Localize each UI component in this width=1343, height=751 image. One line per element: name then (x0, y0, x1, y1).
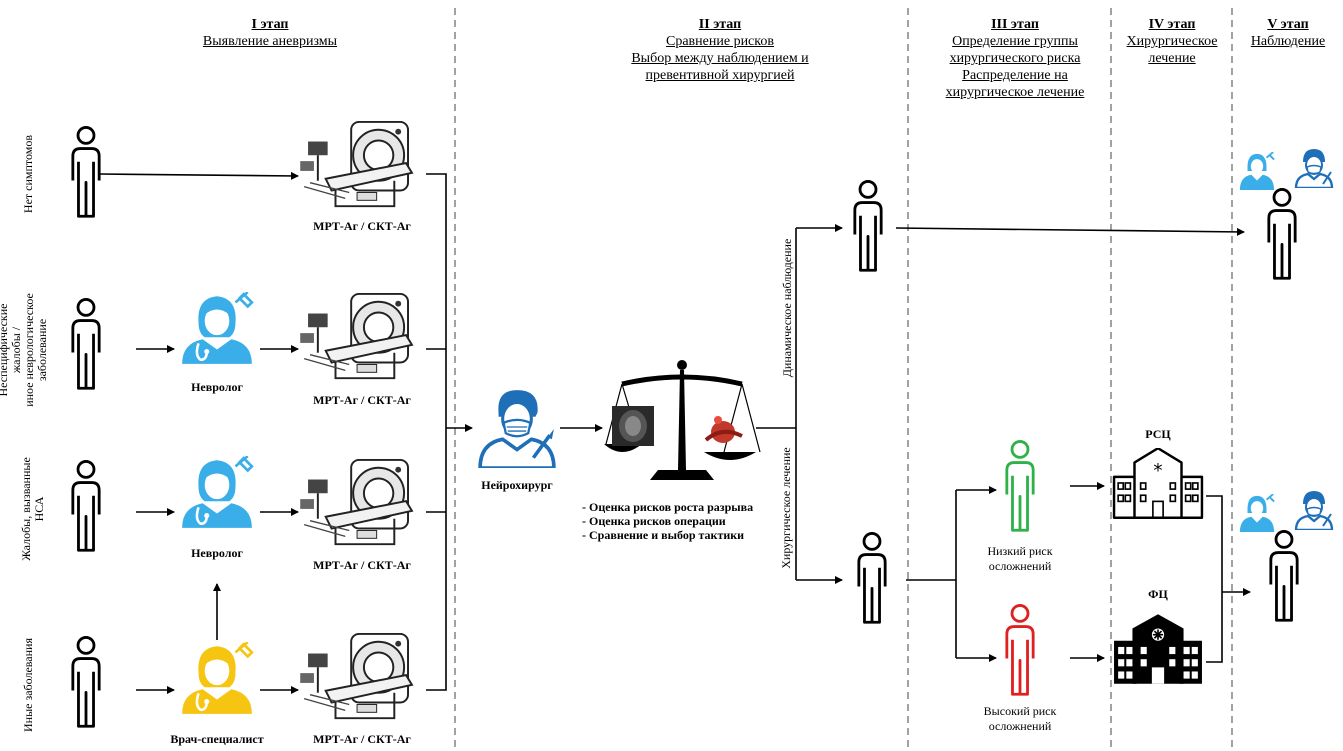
patient-icon-row3 (71, 460, 101, 552)
stage2-title-line3: превентивной хирургией (645, 68, 795, 83)
merge-connector (426, 173, 473, 691)
task-item: - Оценка рисков операции (582, 514, 726, 528)
high-risk-patient-icon (1005, 604, 1035, 696)
low-risk-line1: Низкий риск (987, 544, 1053, 558)
scanner-label-row1: МРТ-Аг / СКТ-Аг (313, 219, 411, 233)
stage-dividers (454, 8, 1233, 751)
neurologist-mini-icon-top (1238, 152, 1276, 190)
patient-followup-icon-top (1267, 188, 1297, 280)
stage1-header: I этап Выявление аневризмы (170, 16, 370, 50)
neurologist-icon-row3 (180, 456, 254, 528)
neurosurgeon-label: Нейрохирург (481, 478, 553, 492)
high-risk-label: Высокий риск осложнений (970, 704, 1070, 734)
row3-label: Жалобы, вызванные НСА (19, 454, 50, 564)
low-risk-label: Низкий риск осложнений (970, 544, 1070, 574)
rsc-hospital-icon (1112, 448, 1204, 519)
stage4-number: IV этап (1148, 17, 1196, 32)
stage1-title: Выявление аневризмы (202, 34, 338, 49)
scanner-icon-row2 (299, 292, 413, 380)
stage2-title-line1: Сравнение рисков (666, 34, 774, 49)
neurologist-label-row3: Невролог (191, 546, 243, 560)
arrow-observation (895, 227, 1245, 236)
surgery-branch-label: Хирургическое лечение (779, 447, 793, 569)
branch-connector (756, 224, 843, 584)
patient-icon-row4 (71, 636, 101, 728)
task-item: - Сравнение и выбор тактики (582, 528, 745, 542)
scales-icon (604, 360, 761, 480)
row2-label-line4: заболевание (35, 318, 49, 382)
row3-label-line2: НСА (32, 496, 46, 522)
scanner-label-row4: МРТ-Аг / СКТ-Аг (313, 732, 411, 746)
scanner-icon-row1 (299, 120, 413, 208)
specialist-icon (180, 642, 254, 714)
fc-label: ФЦ (1148, 587, 1168, 601)
stage3-title-line2: хирургического риска (949, 51, 1081, 66)
stage5-header: V этап Наблюдение (1234, 16, 1342, 50)
stage5-number: V этап (1267, 17, 1309, 32)
hospital-connector (1206, 495, 1251, 663)
stage4-title-line2: лечение (1148, 51, 1196, 66)
neurosurgeon-mini-icon-bottom (1294, 490, 1334, 530)
stage3-title-line4: хирургическое лечение (945, 85, 1085, 100)
stage5-title: Наблюдение (1250, 34, 1326, 49)
scanner-label-row2: МРТ-Аг / СКТ-Аг (313, 393, 411, 407)
task-item: - Оценка рисков роста разрыва (582, 500, 754, 514)
neurologist-mini-icon-bottom (1238, 494, 1276, 532)
patient-icon-row1 (71, 126, 101, 218)
specialist-label: Врач-специалист (170, 732, 264, 746)
patient-observation-icon (853, 180, 883, 272)
patient-followup-icon-bottom (1269, 530, 1299, 622)
scanner-icon-row3 (299, 458, 413, 546)
assessment-tasks-list: - Оценка рисков роста разрыва - Оценка р… (582, 500, 753, 542)
row4-label-text: Иные заболевания (21, 638, 35, 733)
neurologist-label-row2: Невролог (191, 380, 243, 394)
stage3-number: III этап (991, 17, 1039, 32)
row1-label-text: Нет симптомов (21, 134, 35, 214)
stage4-header: IV этап Хирургическое лечение (1113, 16, 1231, 67)
stage2-header: II этап Сравнение рисков Выбор между наб… (590, 16, 850, 84)
patient-icon-row2 (71, 298, 101, 390)
stage1-arrows (99, 171, 299, 694)
low-risk-line2: осложнений (988, 559, 1052, 573)
neurologist-icon-row2 (180, 292, 254, 364)
neurosurgeon-mini-icon-top (1294, 148, 1334, 188)
observation-branch-label: Динамическое наблюдение (780, 238, 794, 378)
high-risk-line1: Высокий риск (983, 704, 1057, 718)
stage3-title-line1: Определение группы (952, 34, 1078, 49)
rsc-label: РСЦ (1145, 427, 1171, 441)
stage2-title-line2: Выбор между наблюдением и (631, 51, 809, 66)
row2-label: Неспецифические жалобы / иное неврологич… (0, 285, 53, 415)
scanner-label-row3: МРТ-Аг / СКТ-Аг (313, 558, 411, 572)
stage1-number: I этап (251, 17, 289, 32)
low-risk-patient-icon (1005, 440, 1035, 532)
stage3-header: III этап Определение группы хирургическо… (920, 16, 1110, 101)
high-risk-line2: осложнений (988, 719, 1052, 733)
stage4-title-line1: Хирургическое (1126, 34, 1218, 49)
row4-label: Иные заболевания (21, 625, 38, 745)
neurosurgeon-icon (478, 388, 556, 468)
fc-hospital-icon (1113, 614, 1203, 685)
row1-label: Нет симптомов (21, 114, 38, 234)
risk-connector (906, 482, 1105, 662)
patient-surgery-icon (857, 532, 887, 624)
stage3-title-line3: Распределение на (962, 68, 1068, 83)
scanner-icon-row4 (299, 632, 413, 720)
stage2-number: II этап (698, 17, 742, 32)
